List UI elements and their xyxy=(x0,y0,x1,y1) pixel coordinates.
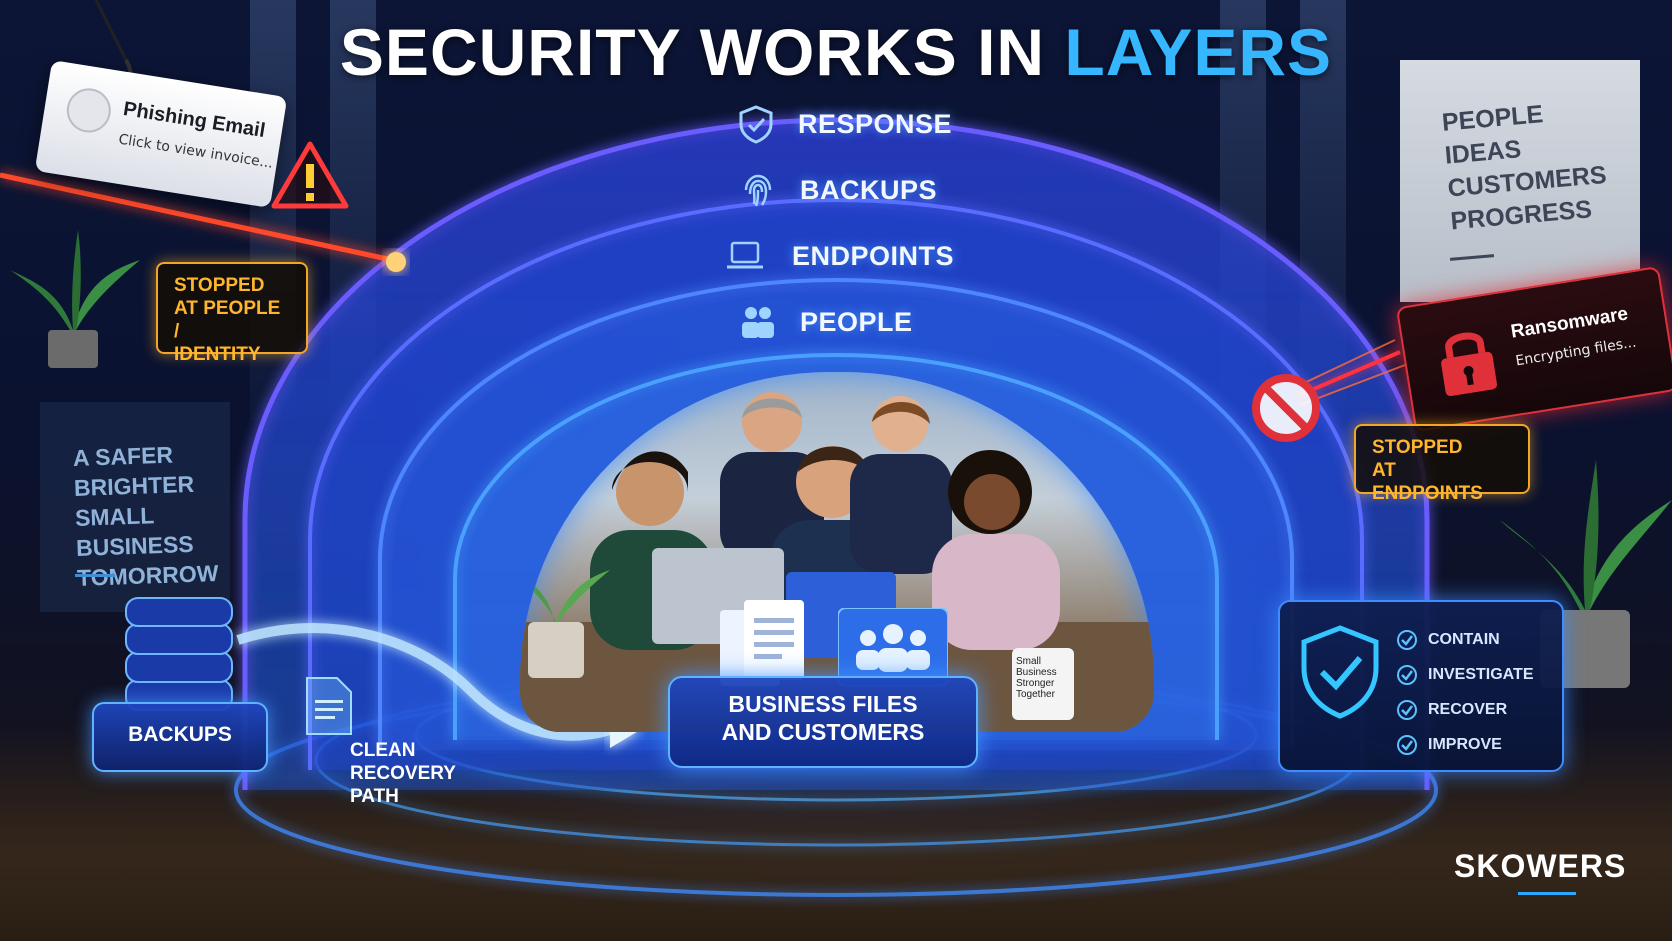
layer-endpoints: ENDPOINTS xyxy=(720,236,954,276)
check-circle-icon xyxy=(1397,629,1417,650)
backups-box: BACKUPS xyxy=(92,702,268,772)
warning-icon xyxy=(271,141,349,209)
check-circle-icon xyxy=(1397,664,1417,685)
mug-text-3: Stronger xyxy=(1016,678,1055,689)
page-title: SECURITY WORKS IN LAYERS xyxy=(0,14,1672,90)
title-accent: LAYERS xyxy=(1064,15,1333,89)
badge-line-1: STOPPED xyxy=(174,275,265,296)
customers-icon xyxy=(838,608,948,686)
ransomware-card: Ransomware Encrypting files... xyxy=(1395,265,1672,433)
step-contain: CONTAIN xyxy=(1396,622,1534,657)
document-icon xyxy=(720,600,804,686)
stopped-at-identity-badge: STOPPED AT PEOPLE / IDENTITY xyxy=(156,262,308,365)
fingerprint-icon xyxy=(744,174,772,207)
step-investigate: INVESTIGATE xyxy=(1396,657,1534,692)
blocked-icon xyxy=(1252,374,1320,442)
step-label: RECOVER xyxy=(1428,700,1508,718)
layer-people: PEOPLE xyxy=(738,302,913,342)
backups-label: BACKUPS xyxy=(128,723,232,746)
title-main: SECURITY WORKS IN xyxy=(339,15,1046,89)
badge-line-1: STOPPED xyxy=(1372,437,1463,458)
mug-text-2: Business xyxy=(1016,667,1057,678)
layer-backups-label: BACKUPS xyxy=(800,174,938,205)
layer-people-label: PEOPLE xyxy=(800,306,913,337)
response-steps: CONTAIN INVESTIGATE RECOVER IMPROVE xyxy=(1396,622,1534,762)
layer-endpoints-label: ENDPOINTS xyxy=(792,240,955,271)
recovery-line-2: RECOVERY xyxy=(350,763,456,784)
mug-text-4: Together xyxy=(1016,689,1055,700)
lock-icon xyxy=(1441,332,1497,397)
step-label: INVESTIGATE xyxy=(1428,665,1534,683)
wall-sign-left xyxy=(40,402,230,612)
core-assets: BUSINESS FILES AND CUSTOMERS xyxy=(668,676,978,768)
recovery-line-1: CLEAN xyxy=(350,740,416,761)
stopped-at-endpoints-badge: STOPPED AT ENDPOINTS xyxy=(1354,424,1530,504)
layer-response-label: RESPONSE xyxy=(798,108,953,139)
check-circle-icon xyxy=(1397,734,1417,755)
badge-line-2: AT ENDPOINTS xyxy=(1372,460,1483,504)
laptop-icon xyxy=(727,241,763,269)
file-icon xyxy=(306,677,352,735)
wall-sign-right xyxy=(1400,60,1640,302)
wall-left-underline xyxy=(75,574,115,577)
step-improve: IMPROVE xyxy=(1396,727,1534,762)
shield-check-icon xyxy=(1301,625,1379,719)
shield-icon xyxy=(739,105,773,144)
layer-backups: BACKUPS xyxy=(738,170,937,210)
core-line-2: AND CUSTOMERS xyxy=(721,719,925,745)
badge-line-3: IDENTITY xyxy=(174,344,261,365)
recovery-path-label: CLEAN RECOVERY PATH xyxy=(350,739,456,808)
avatar xyxy=(63,85,114,136)
layer-response: RESPONSE xyxy=(736,104,952,144)
check-circle-icon xyxy=(1397,699,1417,720)
database-icon xyxy=(125,597,233,711)
brand-logo: SKOWERS xyxy=(1454,848,1627,884)
plant-icon xyxy=(10,230,140,368)
step-label: IMPROVE xyxy=(1428,735,1502,753)
response-panel: CONTAIN INVESTIGATE RECOVER IMPROVE xyxy=(1278,600,1564,772)
mug: Small Business Stronger Together xyxy=(1012,648,1074,720)
badge-line-2: AT PEOPLE / xyxy=(174,298,281,342)
step-recover: RECOVER xyxy=(1396,692,1534,727)
people-icon xyxy=(742,307,774,338)
brand-underline xyxy=(1518,892,1576,895)
core-line-1: BUSINESS FILES xyxy=(728,691,918,717)
recovery-line-3: PATH xyxy=(350,786,399,807)
step-label: CONTAIN xyxy=(1428,630,1500,648)
mug-text-1: Small xyxy=(1016,656,1042,667)
